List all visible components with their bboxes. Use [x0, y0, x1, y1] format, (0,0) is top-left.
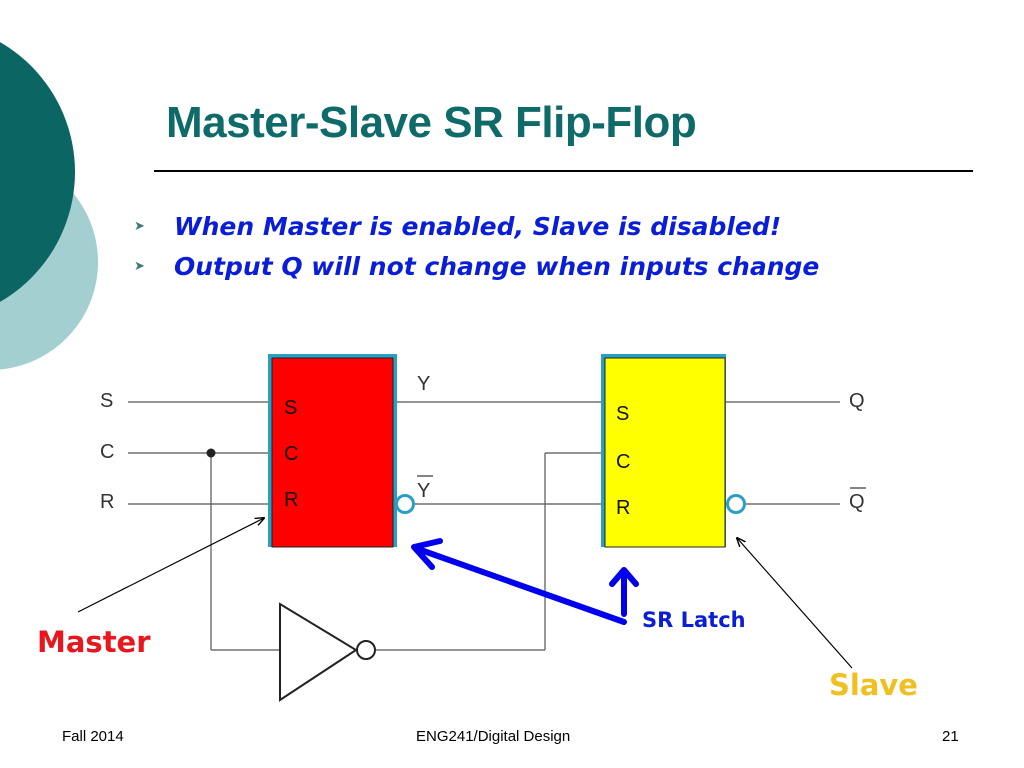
- master-latch-box: [271, 357, 394, 548]
- master-inverted-output-bubble: [395, 494, 415, 514]
- output-q-bar-label: Q: [849, 491, 865, 513]
- footer-page-number: 21: [942, 728, 959, 745]
- title-underline: [154, 170, 973, 172]
- inverter-gate: [279, 602, 358, 702]
- input-c-label: C: [100, 441, 114, 463]
- slave-s-pin: S: [616, 403, 629, 425]
- y-bar-label: Y: [417, 480, 430, 502]
- slave-inverted-output-bubble: [726, 494, 746, 514]
- sr-latch-arrowhead-master: [411, 538, 443, 570]
- slave-c-pin: C: [616, 451, 630, 473]
- decorative-circles: [0, 42, 98, 370]
- sr-latch-callout-label: SR Latch: [642, 608, 746, 632]
- bullet-arrow-icon: ➤: [134, 258, 145, 274]
- master-r-pin: R: [284, 489, 298, 511]
- footer-course: ENG241/Digital Design: [416, 728, 571, 745]
- y-label: Y: [417, 373, 430, 395]
- bullet-text: When Master is enabled, Slave is disable…: [174, 211, 782, 241]
- inverter-bubble: [356, 640, 376, 660]
- sr-latch-arrowhead-slave: [609, 567, 639, 587]
- bullet-arrow-icon: ➤: [134, 218, 145, 234]
- master-c-pin: C: [284, 443, 298, 465]
- bullet-item: ➤ When Master is enabled, Slave is disab…: [130, 206, 819, 246]
- input-r-label: R: [100, 491, 114, 513]
- sr-latch-arrow-to-master: [415, 546, 627, 625]
- bullet-item: ➤ Output Q will not change when inputs c…: [130, 246, 819, 286]
- slave-latch-box: [604, 357, 726, 548]
- decorative-dark-circle: [0, 42, 75, 302]
- bullet-text: Output Q will not change when inputs cha…: [174, 251, 820, 281]
- input-s-label: S: [100, 390, 113, 412]
- master-s-pin: S: [284, 397, 297, 419]
- master-callout-line: [77, 518, 264, 613]
- footer-date: Fall 2014: [62, 728, 124, 745]
- slave-callout-line: [737, 538, 853, 669]
- output-q-label: Q: [849, 390, 865, 412]
- slave-r-pin: R: [616, 497, 630, 519]
- wires: [128, 401, 840, 651]
- slave-callout-label: Slave: [829, 668, 918, 702]
- junction-dot: [206, 448, 216, 458]
- sr-latch-pointer-arrows: [411, 538, 639, 625]
- master-callout-label: Master: [37, 625, 151, 659]
- slide-title: Master-Slave SR Flip-Flop: [166, 98, 697, 147]
- bullet-list: ➤ When Master is enabled, Slave is disab…: [130, 206, 819, 286]
